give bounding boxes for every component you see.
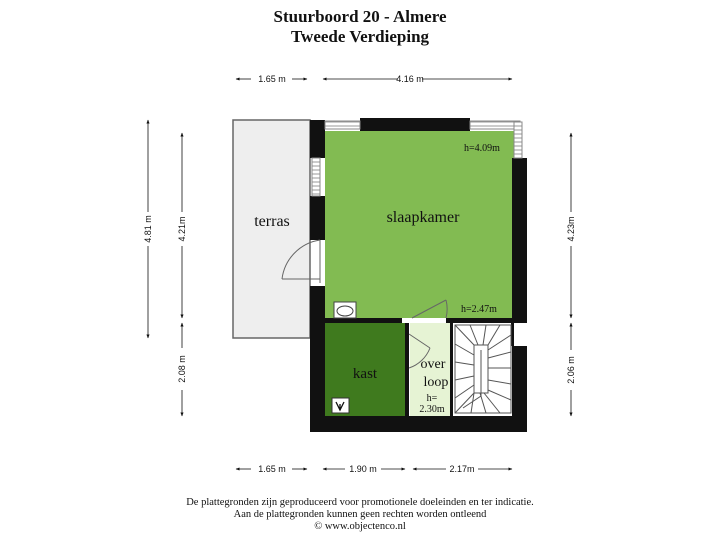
window-left	[311, 157, 321, 197]
window-right	[513, 121, 523, 159]
slaapkamer-area	[325, 131, 514, 318]
room-label-overloop-1: over	[421, 357, 446, 372]
overloop-height-2: 2.30m	[419, 404, 445, 415]
overloop-area	[410, 323, 452, 416]
dim-right-bottom: 2.06 m	[566, 356, 576, 384]
window-top-right	[469, 120, 521, 130]
dim-bottom-1: 1.65 m	[258, 464, 286, 474]
dimension-lines	[146, 77, 573, 471]
doors	[281, 239, 448, 369]
footer-line-3: © www.objectenco.nl	[314, 521, 406, 532]
slaapkamer-height-bottom: h=2.47m	[461, 304, 497, 315]
overloop-height-1: h=	[427, 393, 438, 404]
room-label-slaapkamer: slaapkamer	[387, 209, 461, 226]
boiler-icon	[331, 397, 350, 414]
dim-top-left: 1.65 m	[258, 74, 286, 84]
page-title: Stuurboord 20 - Almere	[273, 7, 447, 26]
sink-icon	[333, 301, 357, 319]
footer-line-1: De plattegronden zijn geproduceerd voor …	[186, 497, 534, 508]
stair-area	[452, 323, 514, 416]
dim-bottom-2: 1.90 m	[349, 464, 377, 474]
staircase	[454, 324, 512, 414]
dim-left-inner-top: 4.21m	[177, 216, 187, 241]
slaapkamer-height-top: h=4.09m	[464, 143, 500, 154]
dim-bottom-3: 2.17m	[449, 464, 474, 474]
room-label-terras: terras	[254, 213, 290, 230]
room-label-kast: kast	[353, 366, 378, 382]
dim-top-right: 4.16 m	[396, 74, 424, 84]
page-subtitle: Tweede Verdieping	[290, 27, 430, 46]
dim-left-outer: 4.81 m	[143, 215, 153, 243]
footer-line-2: Aan de plattegronden kunnen geen rechten…	[233, 509, 487, 520]
room-label-overloop-2: loop	[424, 375, 449, 390]
window-top-left	[324, 120, 361, 130]
walls	[310, 118, 527, 432]
dim-left-inner-bottom: 2.08 m	[177, 355, 187, 383]
terras-area	[232, 119, 311, 339]
dim-right-top: 4.23m	[566, 216, 576, 241]
